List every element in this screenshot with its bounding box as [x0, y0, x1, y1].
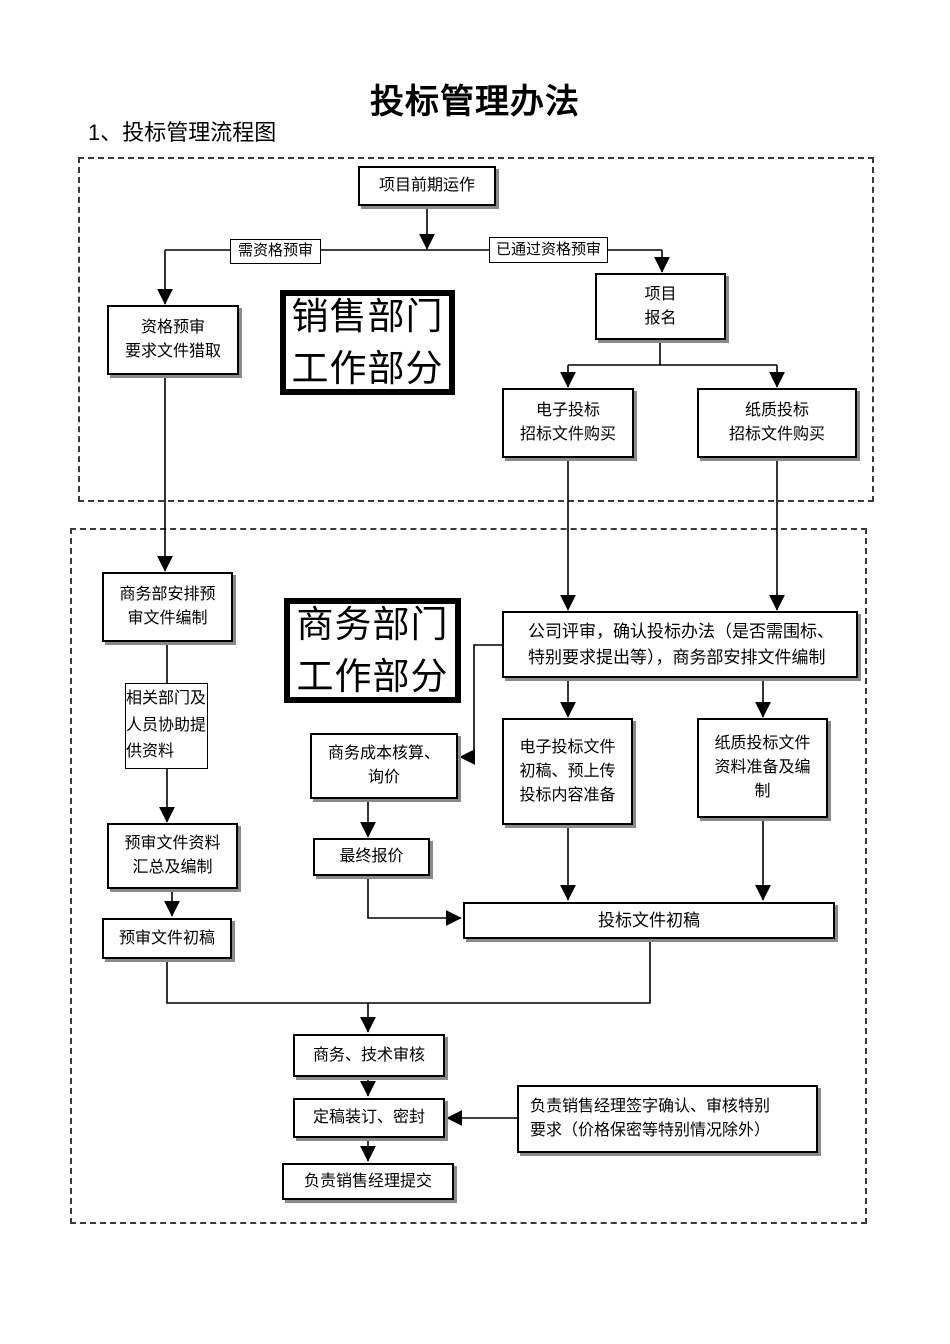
- connector-review-to-cost: [459, 644, 502, 765]
- business-section-label-line2: 工作部分: [296, 655, 449, 697]
- flow-node-bid-draft: 投标文件初稿: [463, 902, 835, 939]
- flow-node-paper-bid-prep: 纸质投标文件 资料准备及编 制: [697, 718, 828, 818]
- flow-node-related-dept-assist: 相关部门及 人员协助提 供资料: [125, 683, 208, 769]
- flow-node-prequal-draft: 预审文件初稿: [102, 918, 232, 959]
- flow-node-finalize-seal: 定稿装订、密封: [293, 1098, 445, 1138]
- connector-collector-to-reviewcheck: [166, 939, 651, 1032]
- connector-signup-split: [568, 340, 777, 366]
- flow-node-biz-arrange-prequal: 商务部安排预 审文件编制: [102, 572, 233, 642]
- sales-section-frame: [78, 157, 874, 502]
- flow-node-cost-accounting: 商务成本核算、 询价: [310, 733, 458, 799]
- sales-section-label: 销售部门 工作部分: [280, 290, 455, 395]
- business-section-label: 商务部门 工作部分: [284, 598, 461, 703]
- flow-node-review-biz-tech: 商务、技术审核: [293, 1034, 445, 1077]
- flow-node-prequal-doc-obtain: 资格预审 要求文件猎取: [107, 305, 239, 375]
- business-section-label-line1: 商务部门: [296, 604, 449, 646]
- sales-section-label-line1: 销售部门: [291, 296, 444, 338]
- flow-node-e-bid-purchase: 电子投标 招标文件购买: [502, 388, 634, 458]
- flow-node-e-bid-draft: 电子投标文件 初稿、预上传 投标内容准备: [502, 718, 633, 825]
- page-title: 投标管理办法: [370, 83, 580, 121]
- flow-label-need-prequal: 需资格预审: [230, 239, 321, 264]
- flow-node-sales-manager-confirm: 负责销售经理签字确认、审核特别 要求（价格保密等特别情况除外）: [517, 1085, 818, 1153]
- flow-node-prequal-summary: 预审文件资料 汇总及编制: [107, 823, 238, 889]
- flow-node-company-review: 公司评审，确认投标办法（是否需围标、 特别要求提出等），商务部安排文件编制: [502, 611, 858, 678]
- flow-node-paper-bid-purchase: 纸质投标 招标文件购买: [697, 388, 857, 458]
- page-subtitle: 1、投标管理流程图: [88, 120, 277, 145]
- flow-node-project-pre-operation: 项目前期运作: [358, 166, 496, 206]
- sales-section-label-line2: 工作部分: [291, 347, 444, 389]
- flow-node-final-quote: 最终报价: [313, 838, 430, 876]
- flow-label-passed-prequal: 已通过资格预审: [489, 237, 608, 263]
- flow-node-sales-manager-submit: 负责销售经理提交: [282, 1163, 454, 1200]
- connector-quote-to-biddraft: [367, 876, 462, 926]
- business-section-frame: [70, 528, 867, 1224]
- flow-node-project-signup: 项目 报名: [595, 273, 726, 340]
